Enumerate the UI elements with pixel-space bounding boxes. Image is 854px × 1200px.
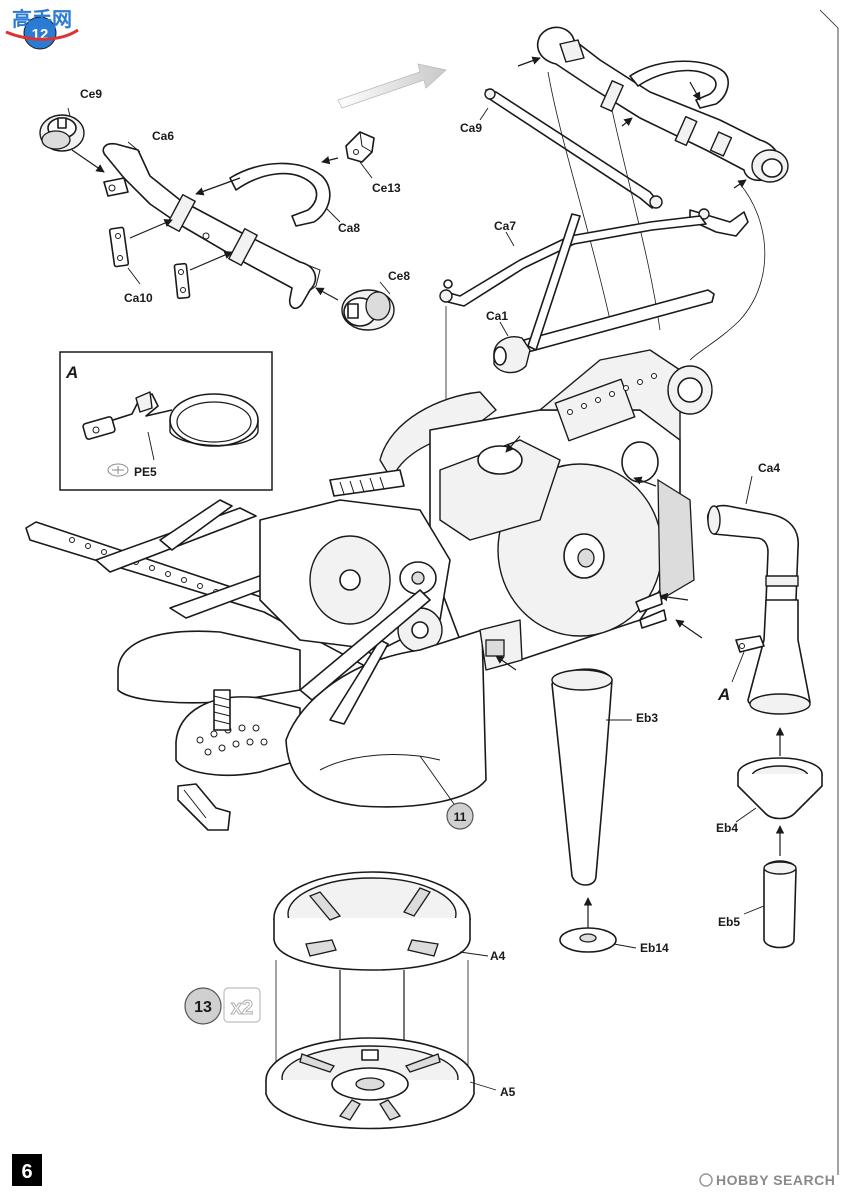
engine-bolts	[567, 373, 657, 415]
step-11-number: 11	[454, 810, 467, 824]
guide-line-2	[611, 109, 661, 331]
front-axle-assembled	[484, 26, 789, 237]
label-pe5: PE5	[134, 465, 157, 479]
callout-a: A	[717, 685, 730, 704]
part-ca7	[439, 215, 707, 470]
part-ca6	[102, 142, 321, 310]
part-ca10	[108, 226, 191, 300]
label-ca10: Ca10	[124, 291, 153, 305]
arrow-ca1	[505, 435, 521, 453]
inset-a	[59, 351, 273, 491]
watermark-bottom-right: HOBBY SEARCH	[699, 1172, 835, 1188]
label-ce8: Ce8	[388, 269, 410, 283]
chassis-assembly	[25, 349, 713, 831]
flow-arrow	[337, 63, 447, 109]
part-a5	[265, 1037, 475, 1130]
part-ca4	[706, 504, 811, 715]
page-number-box: 6	[12, 1154, 42, 1186]
front-axle-exploded	[39, 107, 395, 331]
label-a4: A4	[490, 949, 506, 963]
label-ca4: Ca4	[758, 461, 780, 475]
label-ca6: Ca6	[152, 129, 174, 143]
label-ca9: Ca9	[460, 121, 482, 135]
label-eb14: Eb14	[640, 941, 669, 955]
page-number: 6	[21, 1161, 32, 1183]
guide-line-1	[547, 71, 611, 321]
arrow-ca4-3	[633, 476, 657, 487]
label-eb3: Eb3	[636, 711, 658, 725]
arrow-ca4-1	[659, 592, 689, 602]
part-eb3	[551, 668, 613, 886]
arrow-eb3	[495, 655, 517, 671]
part-a4	[273, 871, 471, 971]
watermark-top-left-text: 高手网	[12, 7, 72, 31]
label-ca8: Ca8	[338, 221, 360, 235]
label-ce13: Ce13	[372, 181, 401, 195]
part-eb4	[737, 757, 823, 820]
label-a5: A5	[500, 1085, 516, 1099]
pedal-holes	[196, 724, 268, 756]
label-ca1: Ca1	[486, 309, 508, 323]
step-13-number: 13	[194, 999, 212, 1016]
part-eb14	[559, 927, 617, 953]
label-ca7: Ca7	[494, 219, 516, 233]
label-ce9: Ce9	[80, 87, 102, 101]
label-eb5: Eb5	[718, 915, 740, 929]
step-13-multiplier: x2	[223, 987, 261, 1023]
step-11-badge: 11	[446, 802, 474, 830]
step-13-badge: 13	[184, 987, 222, 1025]
page-edge	[819, 9, 839, 1175]
part-ce8	[341, 289, 395, 331]
part-ca1	[493, 213, 715, 374]
step-13-multiplier-text: x2	[231, 997, 253, 1019]
inset-a-title: A	[65, 363, 78, 382]
watermark-bottom-right-text: HOBBY SEARCH	[716, 1172, 835, 1188]
watermark-top-left: 高手网	[5, 7, 79, 41]
guide-line-3	[689, 183, 766, 361]
label-eb4: Eb4	[716, 821, 738, 835]
part-ca8	[229, 162, 331, 227]
part-ce13	[345, 131, 375, 163]
part-ce9	[39, 114, 85, 152]
part-eb5	[763, 860, 797, 949]
arrow-ca4-2	[675, 619, 703, 639]
